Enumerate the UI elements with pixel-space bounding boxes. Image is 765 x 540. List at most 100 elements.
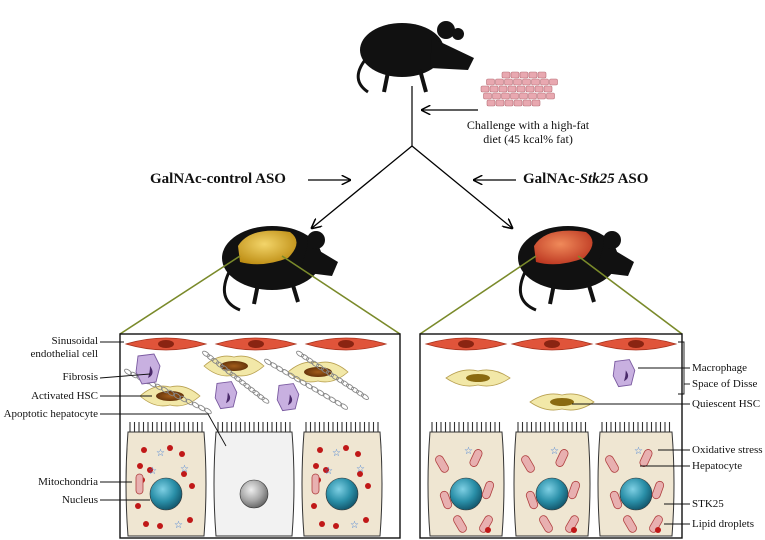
lipid-droplet-icon [157, 523, 163, 529]
diet-line2: diet (45 kcal% fat) [483, 132, 573, 146]
nucleus-label: Nucleus [61, 494, 98, 506]
collagen-fiber-icon [287, 372, 296, 379]
mouse-control-icon [222, 226, 338, 312]
collagen-fiber-icon [261, 397, 270, 404]
collagen-fiber-icon [296, 350, 304, 358]
activated-hsc-label: Activated HSC [31, 390, 98, 402]
collagen-fiber-icon [206, 354, 215, 361]
collagen-fiber-icon [202, 350, 210, 358]
pellet-icon [543, 85, 553, 93]
collagen-fiber-icon [311, 360, 319, 368]
mitochondrion-icon [481, 480, 495, 500]
pellet-icon [483, 92, 492, 100]
diet-line1: Challenge with a high-fat [466, 118, 590, 132]
pellet-icon [519, 71, 529, 79]
lipid-droplet-icon [143, 521, 149, 527]
collagen-fiber-icon [322, 393, 331, 400]
endothelial-cells [124, 337, 678, 351]
pellet-icon [549, 78, 558, 86]
collagen-fiber-icon [234, 375, 242, 383]
pellet-icon [537, 92, 546, 100]
mitochondrion-icon [135, 473, 144, 495]
stk25-suffix: ASO [614, 171, 649, 187]
lipid-droplet-icon [141, 447, 147, 453]
collagen-fiber-icon [243, 382, 252, 390]
collagen-fiber-icon [356, 390, 364, 397]
collagen-fiber-icon [167, 389, 175, 397]
endothelial-nucleus-icon [158, 340, 174, 348]
collagen-fiber-icon [220, 365, 229, 372]
stk25-aso-label: GalNAc-Stk25 ASO [523, 171, 648, 188]
lipid-label: Lipid droplets [692, 518, 755, 530]
pellet-icon [480, 85, 490, 93]
macrophage-icon [214, 381, 238, 410]
macrophage-nucleus-icon [148, 366, 153, 378]
mitochondrion-icon [479, 515, 493, 533]
collagen-fiber-icon [340, 403, 349, 410]
pellet-icon [504, 99, 514, 107]
mitochondrion-icon [623, 515, 637, 533]
mitochondrion-icon [525, 490, 539, 510]
mitochondrion-icon [435, 455, 449, 473]
collagen-fiber-icon [252, 390, 261, 397]
lipid-droplet-icon [319, 521, 325, 527]
pellet-icon [528, 71, 538, 79]
pellet-icon [522, 78, 531, 86]
oxidative-star-icon: ☆ [148, 466, 157, 477]
pellet-icon [519, 92, 528, 100]
collagen-fiber-icon [321, 367, 329, 374]
endothelial-nucleus-icon [338, 340, 354, 348]
collagen-fiber-icon [346, 383, 354, 391]
pellet-icon [531, 99, 541, 107]
collagen-fiber-icon [173, 392, 182, 400]
oxidative-star-icon: ☆ [356, 464, 365, 475]
pellet-icon [513, 99, 523, 107]
lipid-droplet-icon [355, 451, 361, 457]
collagen-fiber-icon [130, 371, 139, 379]
collagen-fiber-icon [275, 365, 284, 373]
quiescent-hsc-label: Quiescent HSC [692, 398, 761, 410]
nucleus-icon [325, 477, 359, 511]
liver-stk25-icon [534, 230, 593, 265]
oxidative-star-icon: ☆ [174, 520, 183, 531]
lipid-droplet-icon [311, 503, 317, 509]
collagen-fiber-icon [361, 393, 369, 400]
nucleus-icon [149, 477, 183, 511]
macrophage-label: Macrophage [692, 362, 747, 374]
lipid-droplet-icon [365, 483, 371, 489]
collagen-fiber-icon [306, 357, 314, 364]
branch-left-arrow [312, 145, 413, 228]
collagen-fiber-icon [334, 399, 343, 407]
mitochondrion-icon [539, 515, 553, 533]
hepatocytes-stk25: ☆☆☆ [427, 422, 675, 537]
stk25-prefix: GalNAc- [523, 171, 580, 187]
branch-right-arrow [411, 145, 512, 228]
mitochondrion-icon [469, 449, 483, 467]
pellet-icon [537, 71, 547, 79]
collagen-fiber-icon [316, 363, 324, 371]
collagen-fiber-icon [191, 401, 200, 409]
zoom-connectors [119, 255, 683, 335]
collagen-fiber-icon [351, 386, 359, 394]
lipid-droplet-icon [363, 517, 369, 523]
endothelial-nucleus-icon [248, 340, 264, 348]
lipid-droplet-icon [655, 527, 661, 533]
oxidative-star-icon: ☆ [180, 464, 189, 475]
collagen-fiber-icon [326, 370, 334, 377]
sinusoidal-label: Sinusoidal endothelial cell [2, 335, 99, 361]
lipid-droplet-icon [485, 527, 491, 533]
stellate-cells [139, 355, 595, 411]
oxidative-star-icon: ☆ [350, 520, 359, 531]
hsc-nucleus-icon [466, 374, 490, 382]
collagen-fiber-icon [310, 386, 319, 393]
pellet-icon [540, 78, 549, 86]
fibrosis-label: Fibrosis [62, 371, 98, 383]
macrophage-nucleus-icon [226, 392, 231, 404]
mitochondrion-icon [605, 455, 619, 473]
mitochondrion-icon [453, 515, 467, 533]
mitochondrion-icon [555, 449, 569, 467]
lipid-droplet-icon [147, 467, 153, 473]
panel-control [119, 333, 401, 539]
oxidative-star-icon: ☆ [550, 446, 559, 457]
hepatocyte-label: Hepatocyte [692, 460, 743, 472]
